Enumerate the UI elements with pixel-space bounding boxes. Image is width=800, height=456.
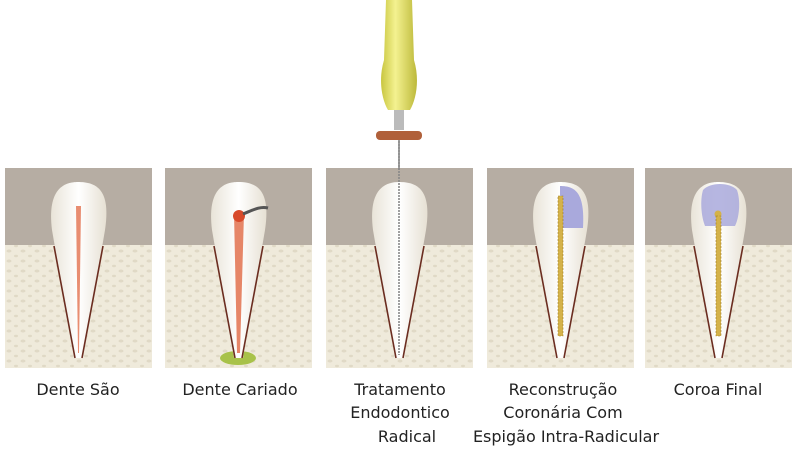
panel-reconstruction-post — [487, 168, 634, 368]
panel-root-canal — [326, 138, 473, 368]
endodontic-instrument — [376, 0, 422, 170]
pulp — [76, 206, 81, 353]
decay-path — [242, 206, 269, 216]
crown — [701, 184, 740, 226]
pulp — [234, 213, 244, 353]
crown-filling — [560, 186, 584, 228]
label-decayed-tooth: Dente Cariado — [182, 380, 297, 399]
label-reconstruction-1: Reconstrução — [509, 380, 618, 399]
label-root-canal-3: Radical — [378, 427, 436, 446]
label-reconstruction-3: Espigão Intra-Radicular — [473, 427, 660, 446]
label-final-crown: Coroa Final — [674, 380, 763, 399]
label-root-canal-1: Tratamento — [353, 380, 446, 399]
label-healthy-tooth: Dente São — [36, 380, 119, 399]
panel-final-crown — [645, 168, 792, 368]
intra-radicular-post — [557, 195, 564, 337]
intra-radicular-post — [715, 215, 722, 337]
cavity — [233, 210, 245, 222]
label-reconstruction-2: Coronária Com — [503, 403, 622, 422]
panel-decayed-tooth — [165, 168, 312, 368]
rubber-stopper — [376, 131, 422, 140]
label-root-canal-2: Endodontico — [350, 403, 450, 422]
panel-healthy-tooth — [5, 168, 152, 368]
file-handle — [381, 0, 417, 110]
